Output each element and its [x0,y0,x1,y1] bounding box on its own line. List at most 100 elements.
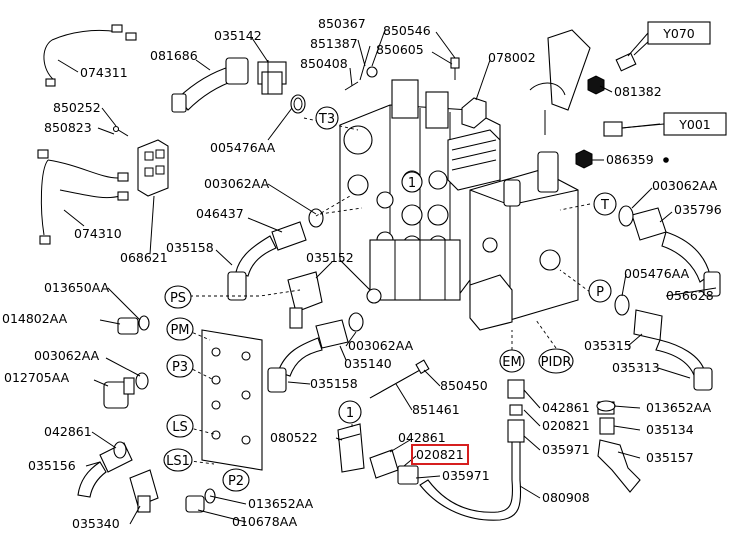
label-042861-left: 042861 [44,424,92,439]
hose-081686 [171,57,249,113]
nut-081382 [587,75,605,95]
leader-lines [57,29,717,525]
label-850605: 850605 [376,42,424,57]
label-078002: 078002 [488,50,536,65]
port-pm: PM [170,323,189,338]
screw-group-850367 [344,39,378,91]
label-035134: 035134 [646,422,694,437]
hose-035158-upper [227,235,277,301]
joystick-handle [529,29,591,135]
label-003062aa-centre: 003062AA [348,338,414,353]
label-035140: 035140 [344,356,392,371]
label-013652aa-bottom: 013652AA [248,496,314,511]
callout-box-y070 [647,21,711,45]
label-012705aa: 012705AA [4,370,70,385]
label-056628: 056628 [666,288,714,303]
label-850823: 850823 [44,120,92,135]
port-p: P [596,285,604,300]
label-y001: Y001 [678,117,711,132]
port-markers [163,106,617,492]
label-y070: Y070 [662,26,695,41]
fitting-042861-right [507,379,525,443]
wire-harness-074310 [37,149,129,245]
fitting-035152 [287,271,382,329]
label-081382: 081382 [614,84,662,99]
label-035971-centre: 035971 [442,468,490,483]
screw-850252 [112,125,129,137]
label-020821-highlighted: 020821 [416,447,464,462]
plug-012705aa [103,372,149,409]
label-851461: 851461 [412,402,460,417]
label-850546: 850546 [383,23,431,38]
port-ls: LS [172,420,188,435]
port-1-bottom: 1 [346,406,354,421]
fitting-035140 [315,312,364,349]
label-020821-right: 020821 [542,418,590,433]
label-850408: 850408 [300,56,348,71]
port-ls1: LS1 [166,454,190,469]
fitting-046437 [271,208,324,251]
o-ring-005476aa-top [290,94,306,114]
label-035157: 035157 [646,450,694,465]
fitting-080522 [337,423,365,473]
port-em: EM [502,355,521,370]
fitting-042861-centre [369,449,419,485]
wire-harness-074311 [43,24,137,87]
label-005476aa-top: 005476AA [210,140,276,155]
label-010678aa: 010678AA [232,514,298,529]
label-003062aa-lower-left: 003062AA [34,348,100,363]
auxiliary-block [469,151,579,331]
label-074311: 074311 [80,65,128,80]
label-035152: 035152 [306,250,354,265]
port-t: T [600,198,609,213]
plug-010678aa [185,488,216,513]
label-850367: 850367 [318,16,366,31]
label-003062aa-left: 003062AA [204,176,270,191]
label-035142: 035142 [214,28,262,43]
label-003062aa-right: 003062AA [652,178,718,193]
port-p2: P2 [228,474,244,489]
bullet-086359 [663,157,669,163]
label-074310: 074310 [74,226,122,241]
label-851387: 851387 [310,36,358,51]
fitting-035796 [631,207,721,297]
label-850450: 850450 [440,378,488,393]
label-013652aa-right: 013652AA [646,400,712,415]
highlight-box [411,444,469,465]
label-035796: 035796 [674,202,722,217]
label-081686: 081686 [150,48,198,63]
label-035156: 035156 [28,458,76,473]
label-046437: 046437 [196,206,244,221]
port-1-valve: 1 [408,176,416,191]
label-042861-centre: 042861 [398,430,446,445]
plug-014802aa [117,315,150,335]
label-068621: 068621 [120,250,168,265]
label-035158-upper: 035158 [166,240,214,255]
connector-y070 [615,39,651,72]
screw-850546 [450,57,460,80]
label-035158-lower: 035158 [310,376,358,391]
port-pidr: PIDR [541,355,572,370]
port-plate [201,329,263,471]
label-042861-right: 042861 [542,400,590,415]
port-p3: P3 [172,360,188,375]
port-ps: PS [170,291,186,306]
label-080522: 080522 [270,430,318,445]
label-013650aa: 013650AA [44,280,110,295]
callout-box-y001 [663,112,727,136]
label-850252: 850252 [53,100,101,115]
connector-y001 [603,121,661,137]
port-t3: T3 [318,112,335,127]
label-086359: 086359 [606,152,654,167]
label-005476aa-right: 005476AA [624,266,690,281]
label-035340: 035340 [72,516,120,531]
fitting-035142 [257,60,287,95]
label-014802aa: 014802AA [2,311,68,326]
fitting-035340 [129,469,159,513]
label-035315: 035315 [584,338,632,353]
label-035313: 035313 [612,360,660,375]
bolt-851461 [369,359,430,399]
fitting-035157 [596,400,641,493]
label-035971-right: 035971 [542,442,590,457]
